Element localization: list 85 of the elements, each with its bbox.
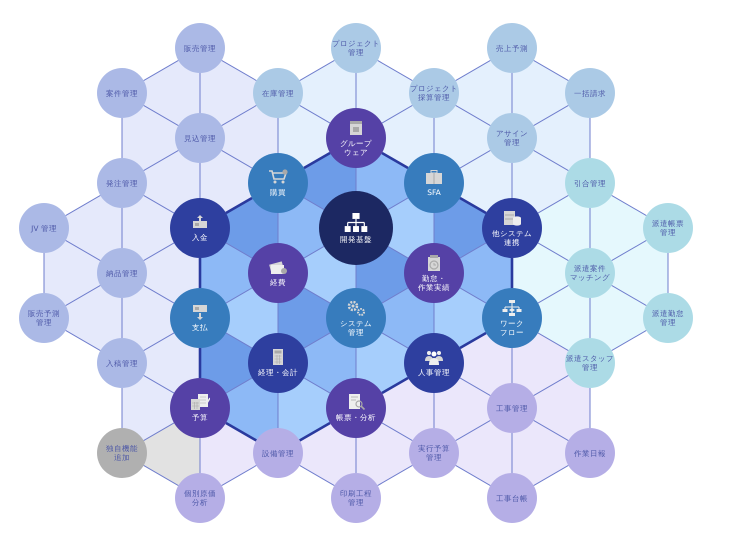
connector-line: [299, 422, 331, 442]
connector-line: [377, 465, 413, 486]
feature-circle: [643, 293, 693, 343]
connector-line: [143, 465, 179, 486]
connector-line: [143, 150, 179, 171]
connector-line: [299, 105, 331, 124]
connector-line: [299, 60, 335, 81]
connector-line: [198, 348, 202, 378]
connector-line: [533, 150, 569, 171]
connector-line: [303, 332, 331, 348]
connector-line: [459, 332, 487, 350]
connector-line: [221, 60, 257, 81]
connector-line: [299, 465, 335, 486]
feature-circle: [643, 203, 693, 253]
feature-circle: [331, 473, 381, 523]
connector-line: [533, 105, 569, 126]
connector-line: [533, 420, 569, 441]
feature-circle: [487, 23, 537, 73]
connector-line: [459, 378, 491, 396]
connector-line: [537, 332, 569, 351]
connector-line: [221, 465, 257, 486]
feature-circle: [565, 428, 615, 478]
connector-line: [221, 150, 253, 168]
connector-line: [221, 105, 257, 126]
connector-line: [143, 242, 175, 261]
feature-circle: [97, 428, 147, 478]
connector-line: [455, 420, 491, 441]
feature-circle: [175, 473, 225, 523]
connector-line: [143, 422, 175, 441]
connector-line: [611, 285, 647, 306]
connector-line: [225, 378, 253, 394]
feature-circle: [175, 23, 225, 73]
connector-line: [381, 422, 413, 441]
connector-line: [65, 195, 101, 216]
connector-line: [381, 288, 409, 304]
connector-line: [611, 195, 647, 216]
connector-line: [303, 288, 331, 304]
connector-line: [381, 152, 409, 170]
feature-circle: [487, 473, 537, 523]
connector-line: [143, 285, 175, 304]
connector-line: [611, 330, 647, 351]
connector-line: [381, 332, 409, 348]
connector-line: [537, 285, 569, 304]
feature-circle: [19, 203, 69, 253]
connector-line: [533, 375, 569, 396]
connector-line: [388, 246, 409, 258]
connector-line: [455, 465, 491, 486]
connector-line: [198, 258, 202, 288]
connector-line: [388, 198, 409, 210]
connector-line: [533, 465, 569, 486]
connector-line: [459, 196, 487, 214]
connector-line: [510, 258, 514, 288]
connector-line: [143, 195, 175, 214]
connector-line: [455, 60, 491, 81]
connector-line: [225, 196, 253, 214]
feature-circle: [97, 68, 147, 118]
connector-line: [65, 240, 101, 261]
feature-circle: [331, 23, 381, 73]
connector-line: [377, 60, 413, 81]
connector-line: [65, 330, 101, 351]
connector-line: [455, 105, 491, 126]
connector-line: [143, 375, 175, 394]
connector-line: [611, 240, 647, 261]
connector-line: [533, 60, 569, 81]
connector-line: [143, 60, 179, 81]
connector-line: [303, 152, 331, 170]
connector-line: [65, 285, 101, 306]
connector-line: [537, 195, 569, 214]
connector-line: [303, 378, 331, 394]
connector-line: [459, 150, 491, 168]
connector-line: [537, 242, 569, 261]
connector-line: [225, 332, 253, 348]
connector-line: [303, 246, 324, 258]
connector-line: [225, 422, 257, 442]
connector-line: [225, 288, 253, 304]
feature-circle: [19, 293, 69, 343]
connector-line: [381, 105, 413, 124]
connector-line: [225, 242, 253, 258]
connector-line: [381, 376, 409, 394]
connector-line: [459, 288, 487, 304]
connector-line: [143, 105, 179, 126]
connector-line: [459, 242, 487, 258]
connector-line: [303, 198, 324, 210]
feature-circle: [565, 68, 615, 118]
connector-line: [143, 332, 175, 351]
